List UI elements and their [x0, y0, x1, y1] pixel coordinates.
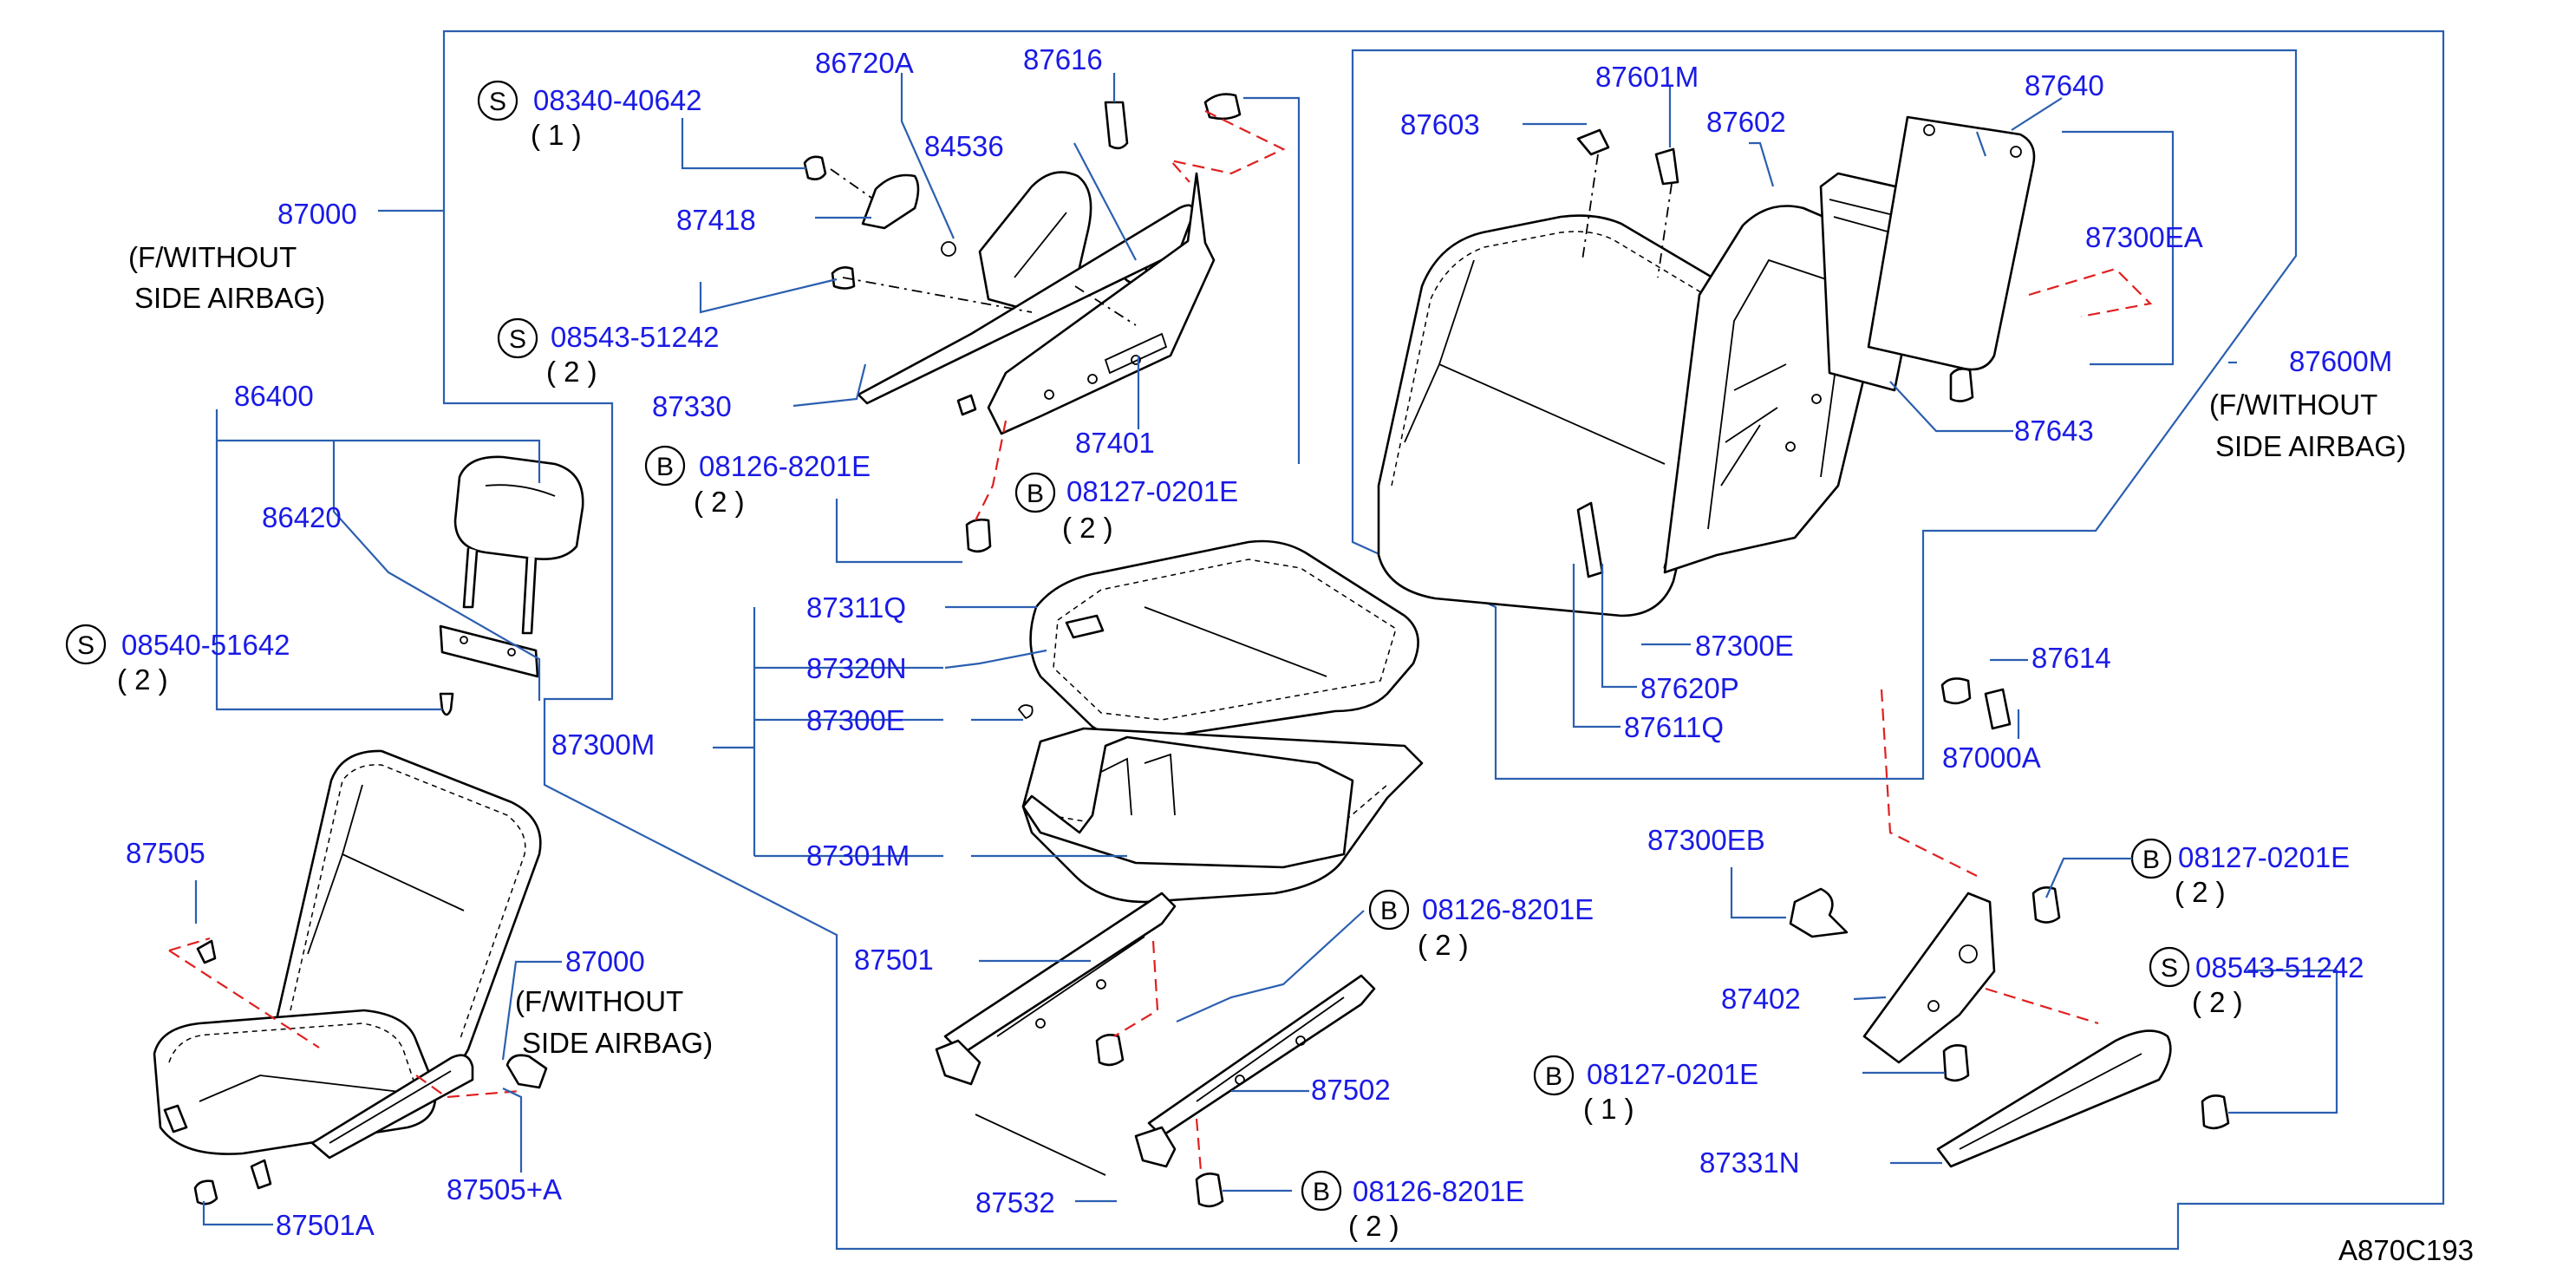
- qty-08540-51642: ( 2 ): [117, 663, 168, 696]
- seat-adjust-parts: [803, 93, 1286, 553]
- note-main-line2: SIDE AIRBAG): [134, 282, 325, 314]
- qty-08340-40642: ( 1 ): [531, 119, 582, 151]
- qty-08127-0201e-top: ( 2 ): [1062, 512, 1113, 544]
- label-87402: 87402: [1721, 983, 1801, 1015]
- symbol-b-circle: [644, 445, 686, 487]
- reference-symbols: S S B B S B B B S B: [65, 80, 2190, 1212]
- qty-08126-8201e-mid: ( 2 ): [1418, 929, 1469, 961]
- qty-08543-51242-top: ( 2 ): [546, 356, 597, 388]
- label-87301m: 87301M: [806, 839, 910, 872]
- qty-08126-8201e-top: ( 2 ): [694, 486, 745, 518]
- symbol-b: B: [656, 453, 674, 481]
- symbol-b-circle: [1368, 889, 1410, 931]
- label-86720a: 86720A: [815, 47, 914, 79]
- label-08543-51242-right: 08543-51242: [2195, 951, 2364, 983]
- recliner-parts: [1789, 689, 2230, 1168]
- label-87300e-back: 87300E: [1695, 630, 1794, 662]
- symbol-b: B: [1313, 1178, 1330, 1206]
- label-87320n: 87320N: [806, 652, 907, 684]
- symbol-s-circle: [477, 80, 518, 121]
- qty-08543-51242-right: ( 2 ): [2192, 986, 2243, 1018]
- label-87505: 87505: [126, 837, 205, 869]
- label-08126-8201e-top: 08126-8201E: [699, 450, 871, 482]
- label-87300eb: 87300EB: [1647, 824, 1765, 856]
- symbol-b: B: [1027, 480, 1044, 508]
- label-87505a: 87505+A: [447, 1173, 562, 1205]
- label-08127-0201e-low: 08127-0201E: [1587, 1058, 1758, 1090]
- label-87331n: 87331N: [1699, 1147, 1800, 1179]
- symbol-b: B: [1545, 1062, 1562, 1091]
- symbol-b: B: [1380, 897, 1398, 925]
- label-87532: 87532: [975, 1186, 1055, 1218]
- label-08126-8201e-mid: 08126-8201E: [1422, 893, 1594, 925]
- label-08543-51242-top: 08543-51242: [551, 321, 720, 353]
- label-08540-51642: 08540-51642: [121, 629, 290, 661]
- label-86420: 86420: [262, 501, 342, 533]
- diagram-reference-code: A870C193: [2338, 1234, 2474, 1266]
- symbol-b-circle: [1533, 1055, 1575, 1096]
- label-87401: 87401: [1075, 427, 1155, 459]
- label-87000-main: 87000: [277, 198, 357, 230]
- backrest-assembly: [1377, 115, 2153, 730]
- assembly-frame-87000: [442, 29, 2445, 1251]
- symbol-s: S: [509, 325, 526, 354]
- label-87501a: 87501A: [276, 1209, 375, 1241]
- leader-lines: [194, 73, 2338, 1226]
- label-87501: 87501: [854, 944, 934, 976]
- label-87643: 87643: [2014, 415, 2094, 447]
- label-84536: 84536: [924, 130, 1004, 162]
- note-low-line1: (F/WITHOUT: [515, 985, 683, 1017]
- note-back-line2: SIDE AIRBAG): [2215, 430, 2406, 462]
- label-08127-0201e-right: 08127-0201E: [2178, 841, 2350, 873]
- symbol-s: S: [77, 631, 95, 660]
- headrest-86400: [439, 455, 584, 716]
- label-87300m: 87300M: [551, 728, 655, 761]
- seat-assembly-87000: [153, 749, 548, 1205]
- label-87601m: 87601M: [1595, 61, 1699, 93]
- label-87611q: 87611Q: [1624, 711, 1724, 743]
- label-08126-8201e-bot: 08126-8201E: [1353, 1175, 1524, 1207]
- symbol-s-circle: [497, 317, 538, 359]
- symbol-b: B: [2142, 846, 2160, 874]
- seat-cushion-assembly: [1017, 539, 1424, 904]
- symbol-b-circle: [1301, 1170, 1342, 1212]
- label-87602: 87602: [1706, 106, 1786, 138]
- symbol-b-circle: [1014, 472, 1056, 513]
- qty-08127-0201e-low: ( 1 ): [1583, 1093, 1634, 1125]
- label-87300e-seat: 87300E: [806, 704, 905, 736]
- symbol-s: S: [2161, 954, 2178, 983]
- symbol-s-circle: [65, 624, 107, 665]
- label-87502: 87502: [1311, 1074, 1391, 1106]
- label-08340-40642: 08340-40642: [533, 84, 702, 116]
- label-87616: 87616: [1023, 43, 1103, 75]
- label-08127-0201e-top: 08127-0201E: [1066, 475, 1238, 507]
- symbol-s-circle: [2149, 946, 2190, 988]
- label-87000a: 87000A: [1942, 741, 2041, 774]
- label-86400: 86400: [234, 380, 314, 412]
- label-87311q: 87311Q: [806, 591, 906, 624]
- symbol-s: S: [489, 88, 506, 116]
- note-back-line1: (F/WITHOUT: [2209, 389, 2377, 421]
- label-87614: 87614: [2031, 642, 2111, 674]
- label-87600m: 87600M: [2289, 345, 2392, 377]
- qty-08127-0201e-right: ( 2 ): [2175, 876, 2226, 908]
- label-87640: 87640: [2025, 69, 2104, 101]
- seat-rails: [935, 892, 1376, 1208]
- label-87603: 87603: [1400, 108, 1480, 140]
- label-87620p: 87620P: [1640, 672, 1739, 704]
- label-87300ea: 87300EA: [2085, 221, 2203, 253]
- label-87000-low: 87000: [565, 945, 645, 977]
- qty-08126-8201e-bot: ( 2 ): [1348, 1210, 1399, 1242]
- note-main-line1: (F/WITHOUT: [128, 241, 297, 273]
- note-low-line2: SIDE AIRBAG): [522, 1027, 713, 1059]
- label-87418: 87418: [676, 204, 756, 236]
- label-87330: 87330: [652, 390, 732, 422]
